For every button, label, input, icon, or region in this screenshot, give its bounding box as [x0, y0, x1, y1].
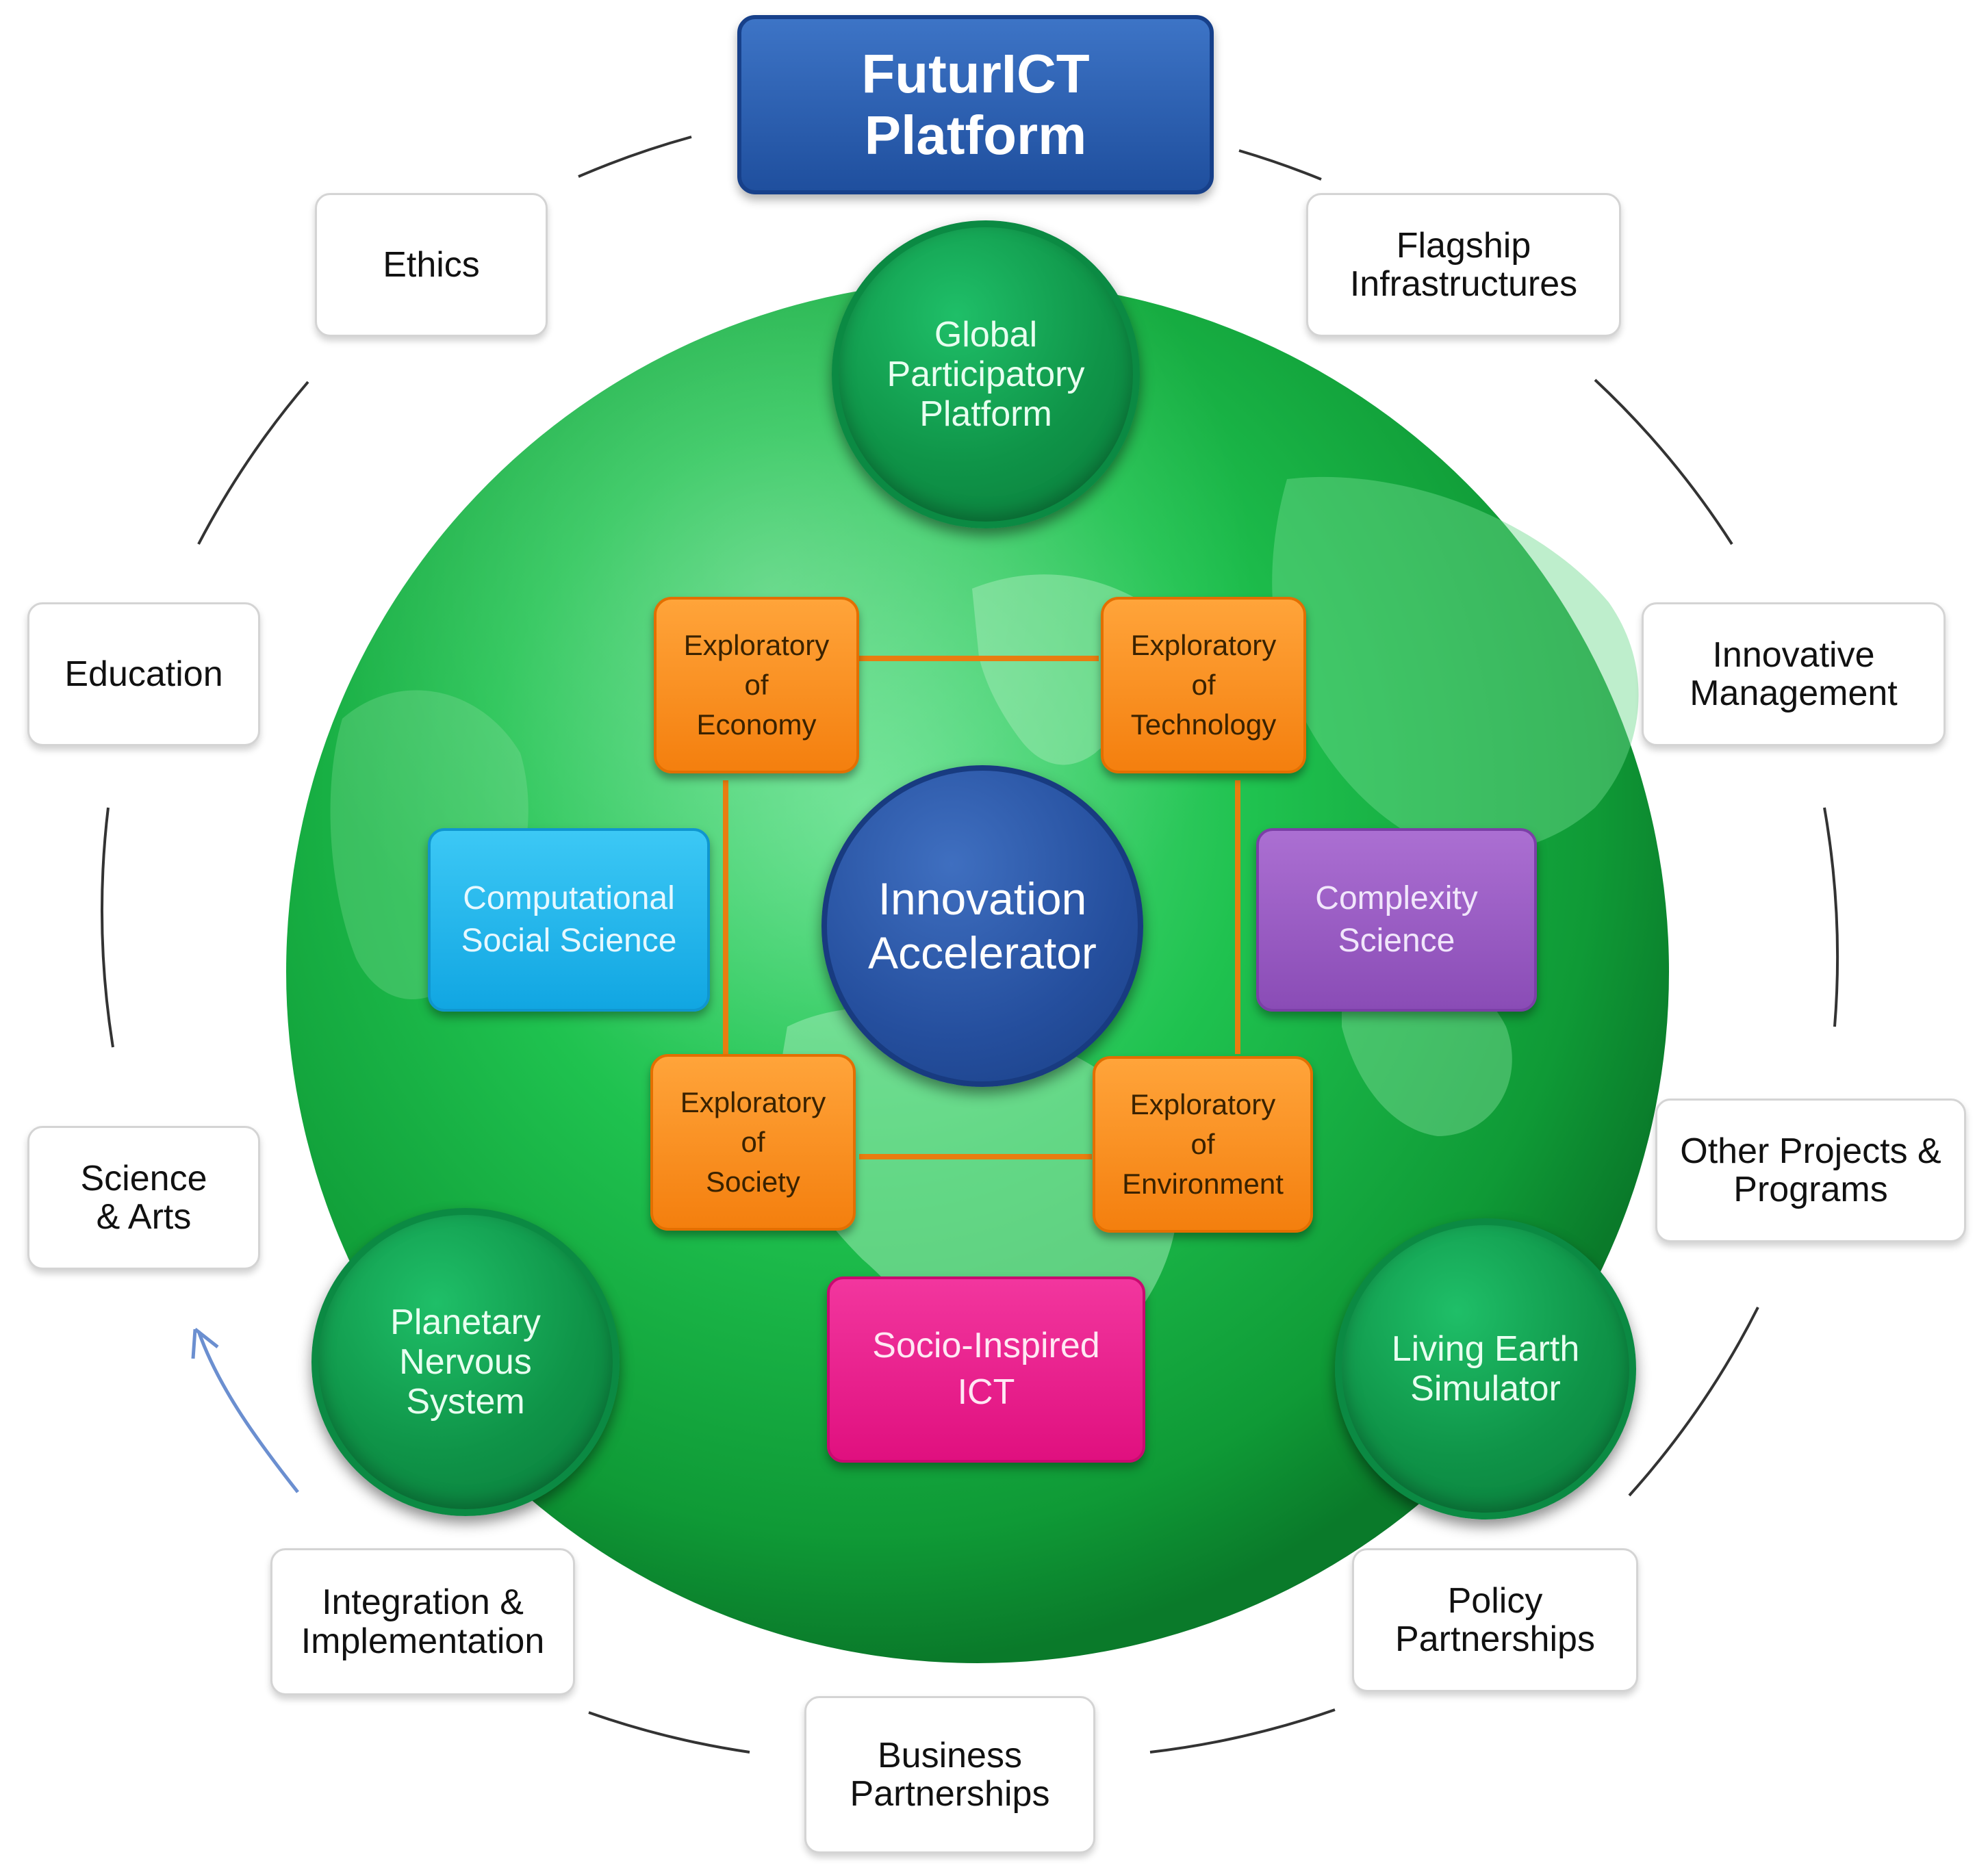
socio-inspired-ict-label: Socio-Inspired ICT — [872, 1326, 1100, 1412]
exploratory-environment-label: Exploratory of Environment — [1122, 1088, 1284, 1200]
exploratory-society-label: Exploratory of Society — [680, 1086, 826, 1198]
exploratory-society-box: Exploratory of Society — [650, 1054, 856, 1231]
integration-implementation-label: Integration & Implementation — [301, 1582, 545, 1661]
flagship-infrastructures-label: Flagship Infrastructures — [1349, 225, 1578, 304]
ethics-label: Ethics — [383, 244, 480, 285]
flagship-infrastructures-box: Flagship Infrastructures — [1306, 193, 1621, 337]
computational-social-science-label: Computational Social Science — [461, 880, 677, 959]
computational-social-science-box: Computational Social Science — [428, 828, 710, 1012]
innovative-management-label: Innovative Management — [1690, 634, 1898, 713]
global-participatory-platform-circle: Global Participatory Platform — [832, 220, 1140, 528]
planetary-nervous-system-circle: Planetary Nervous System — [311, 1208, 620, 1516]
other-projects-box: Other Projects & Programs — [1655, 1099, 1966, 1242]
living-earth-simulator-label: Living Earth Simulator — [1391, 1329, 1580, 1409]
policy-partnerships-label: Policy Partnerships — [1395, 1580, 1595, 1659]
title-box: FuturICT Platform — [737, 15, 1214, 194]
ethics-box: Ethics — [315, 193, 548, 337]
exploratory-economy-label: Exploratory of Economy — [683, 629, 830, 741]
business-partnerships-label: Business Partnerships — [850, 1735, 1050, 1814]
outer-ring-arcs — [101, 136, 1839, 1754]
complexity-science-box: Complexity Science — [1256, 828, 1537, 1012]
global-participatory-platform-label: Global Participatory Platform — [887, 314, 1085, 435]
planetary-nervous-system-label: Planetary Nervous System — [390, 1302, 541, 1422]
title-text: FuturICT Platform — [861, 43, 1090, 166]
exploratory-technology-label: Exploratory of Technology — [1130, 629, 1277, 741]
exploratory-economy-box: Exploratory of Economy — [654, 597, 859, 773]
arrow-to-science-arts — [191, 1328, 299, 1493]
policy-partnerships-box: Policy Partnerships — [1352, 1548, 1638, 1692]
education-box: Education — [27, 602, 260, 746]
exploratory-connectors — [723, 656, 1240, 1159]
science-arts-box: Science & Arts — [27, 1126, 260, 1270]
exploratory-technology-box: Exploratory of Technology — [1101, 597, 1306, 773]
exploratory-environment-box: Exploratory of Environment — [1093, 1056, 1313, 1233]
business-partnerships-box: Business Partnerships — [804, 1696, 1095, 1853]
education-label: Education — [64, 654, 223, 694]
complexity-science-label: Complexity Science — [1315, 880, 1478, 959]
innovation-accelerator-label: Innovation Accelerator — [868, 873, 1097, 978]
living-earth-simulator-circle: Living Earth Simulator — [1335, 1218, 1636, 1519]
science-arts-label: Science & Arts — [80, 1158, 207, 1237]
innovation-accelerator-circle: Innovation Accelerator — [821, 765, 1143, 1087]
socio-inspired-ict-box: Socio-Inspired ICT — [827, 1276, 1145, 1463]
innovative-management-box: Innovative Management — [1642, 602, 1946, 746]
other-projects-label: Other Projects & Programs — [1680, 1131, 1941, 1209]
integration-implementation-box: Integration & Implementation — [270, 1548, 575, 1695]
